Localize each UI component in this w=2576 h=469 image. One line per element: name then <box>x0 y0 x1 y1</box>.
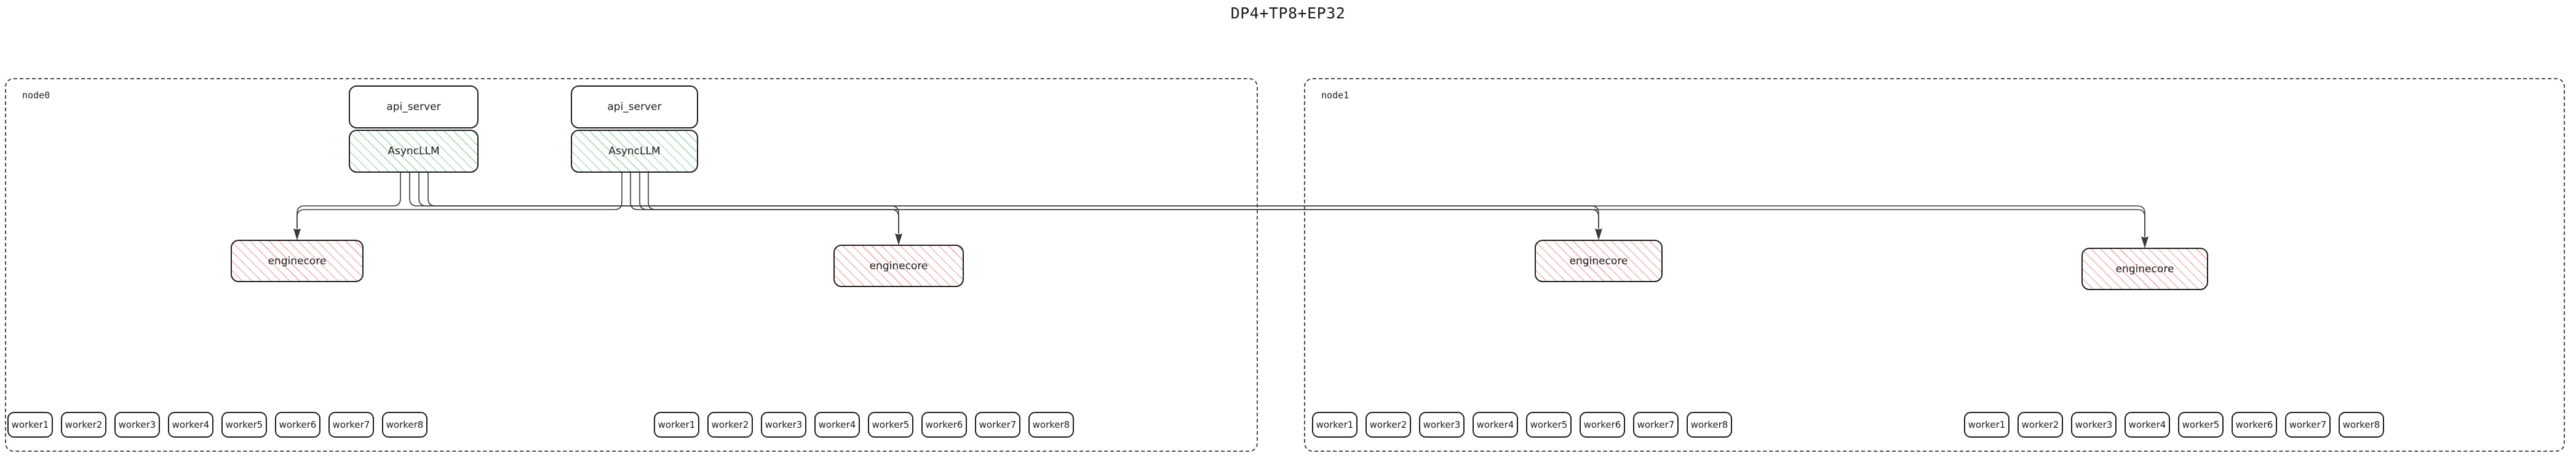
worker-label: worker7 <box>2289 419 2327 430</box>
worker-label: worker8 <box>1690 419 1728 430</box>
cluster-label-node0: node0 <box>22 90 50 101</box>
worker-label: worker2 <box>711 419 749 430</box>
worker-label: worker6 <box>1583 419 1621 430</box>
api-server-1[interactable]: api_server <box>571 85 698 128</box>
worker-box-2-7[interactable]: worker8 <box>1687 412 1732 438</box>
async-llm-0[interactable]: AsyncLLM <box>349 130 479 173</box>
worker-label: worker7 <box>979 419 1017 430</box>
worker-box-1-7[interactable]: worker8 <box>1028 412 1074 438</box>
worker-box-0-2[interactable]: worker3 <box>114 412 160 438</box>
worker-label: worker6 <box>279 419 317 430</box>
enginecore-2[interactable]: enginecore <box>1535 240 1663 282</box>
worker-label: worker2 <box>2021 419 2059 430</box>
worker-label: worker3 <box>2075 419 2113 430</box>
worker-label: worker5 <box>2182 419 2220 430</box>
enginecore-2-label: enginecore <box>1569 254 1628 267</box>
worker-box-2-2[interactable]: worker3 <box>1419 412 1465 438</box>
worker-box-2-4[interactable]: worker5 <box>1526 412 1572 438</box>
worker-box-2-5[interactable]: worker6 <box>1580 412 1625 438</box>
async-llm-1-label: AsyncLLM <box>608 145 661 157</box>
api-server-1-label: api_server <box>607 101 662 113</box>
enginecore-1[interactable]: enginecore <box>833 245 964 287</box>
worker-label: worker7 <box>332 419 370 430</box>
worker-box-2-3[interactable]: worker4 <box>1473 412 1518 438</box>
worker-label: worker2 <box>65 419 103 430</box>
worker-box-3-2[interactable]: worker3 <box>2071 412 2117 438</box>
worker-label: worker8 <box>1032 419 1070 430</box>
worker-box-3-6[interactable]: worker7 <box>2285 412 2331 438</box>
worker-label: worker4 <box>1476 419 1514 430</box>
worker-box-1-0[interactable]: worker1 <box>654 412 699 438</box>
worker-box-2-6[interactable]: worker7 <box>1633 412 1679 438</box>
worker-box-3-4[interactable]: worker5 <box>2178 412 2224 438</box>
worker-box-1-3[interactable]: worker4 <box>814 412 860 438</box>
worker-box-0-6[interactable]: worker7 <box>328 412 374 438</box>
enginecore-3[interactable]: enginecore <box>2081 248 2208 290</box>
async-llm-0-label: AsyncLLM <box>388 145 440 157</box>
worker-label: worker1 <box>11 419 49 430</box>
worker-box-1-4[interactable]: worker5 <box>868 412 913 438</box>
worker-box-0-0[interactable]: worker1 <box>7 412 53 438</box>
worker-box-3-0[interactable]: worker1 <box>1964 412 2010 438</box>
worker-label: worker3 <box>118 419 156 430</box>
worker-box-3-7[interactable]: worker8 <box>2339 412 2384 438</box>
worker-box-0-7[interactable]: worker8 <box>382 412 427 438</box>
worker-label: worker3 <box>1423 419 1461 430</box>
worker-box-0-4[interactable]: worker5 <box>221 412 267 438</box>
worker-label: worker7 <box>1637 419 1675 430</box>
worker-label: worker5 <box>225 419 263 430</box>
worker-label: worker5 <box>1530 419 1568 430</box>
worker-label: worker8 <box>386 419 424 430</box>
worker-box-1-1[interactable]: worker2 <box>707 412 753 438</box>
worker-label: worker2 <box>1369 419 1407 430</box>
diagram-title: DP4+TP8+EP32 <box>1230 4 1346 22</box>
worker-box-1-6[interactable]: worker7 <box>975 412 1020 438</box>
async-llm-1[interactable]: AsyncLLM <box>571 130 698 173</box>
worker-box-2-0[interactable]: worker1 <box>1312 412 1358 438</box>
worker-label: worker4 <box>2128 419 2166 430</box>
worker-label: worker8 <box>2342 419 2380 430</box>
worker-box-3-5[interactable]: worker6 <box>2232 412 2277 438</box>
api-server-0-label: api_server <box>386 101 441 113</box>
worker-box-0-3[interactable]: worker4 <box>168 412 213 438</box>
enginecore-1-label: enginecore <box>869 259 928 272</box>
worker-label: worker4 <box>818 419 856 430</box>
worker-label: worker5 <box>872 419 910 430</box>
worker-label: worker1 <box>658 419 696 430</box>
worker-box-0-5[interactable]: worker6 <box>275 412 320 438</box>
enginecore-0-label: enginecore <box>268 254 327 267</box>
worker-label: worker4 <box>172 419 210 430</box>
worker-box-1-2[interactable]: worker3 <box>761 412 806 438</box>
worker-box-3-3[interactable]: worker4 <box>2125 412 2170 438</box>
cluster-node0 <box>5 78 1258 452</box>
worker-label: worker6 <box>2235 419 2273 430</box>
enginecore-3-label: enginecore <box>2115 262 2174 275</box>
cluster-label-node1: node1 <box>1321 90 1350 101</box>
worker-box-1-5[interactable]: worker6 <box>921 412 967 438</box>
worker-label: worker3 <box>765 419 803 430</box>
enginecore-0[interactable]: enginecore <box>231 240 364 282</box>
worker-label: worker1 <box>1968 419 2006 430</box>
worker-box-2-1[interactable]: worker2 <box>1366 412 1411 438</box>
worker-label: worker6 <box>925 419 963 430</box>
cluster-node1 <box>1304 78 2565 452</box>
worker-box-3-1[interactable]: worker2 <box>2017 412 2063 438</box>
api-server-0[interactable]: api_server <box>349 85 479 128</box>
worker-box-0-1[interactable]: worker2 <box>61 412 106 438</box>
worker-label: worker1 <box>1316 419 1354 430</box>
